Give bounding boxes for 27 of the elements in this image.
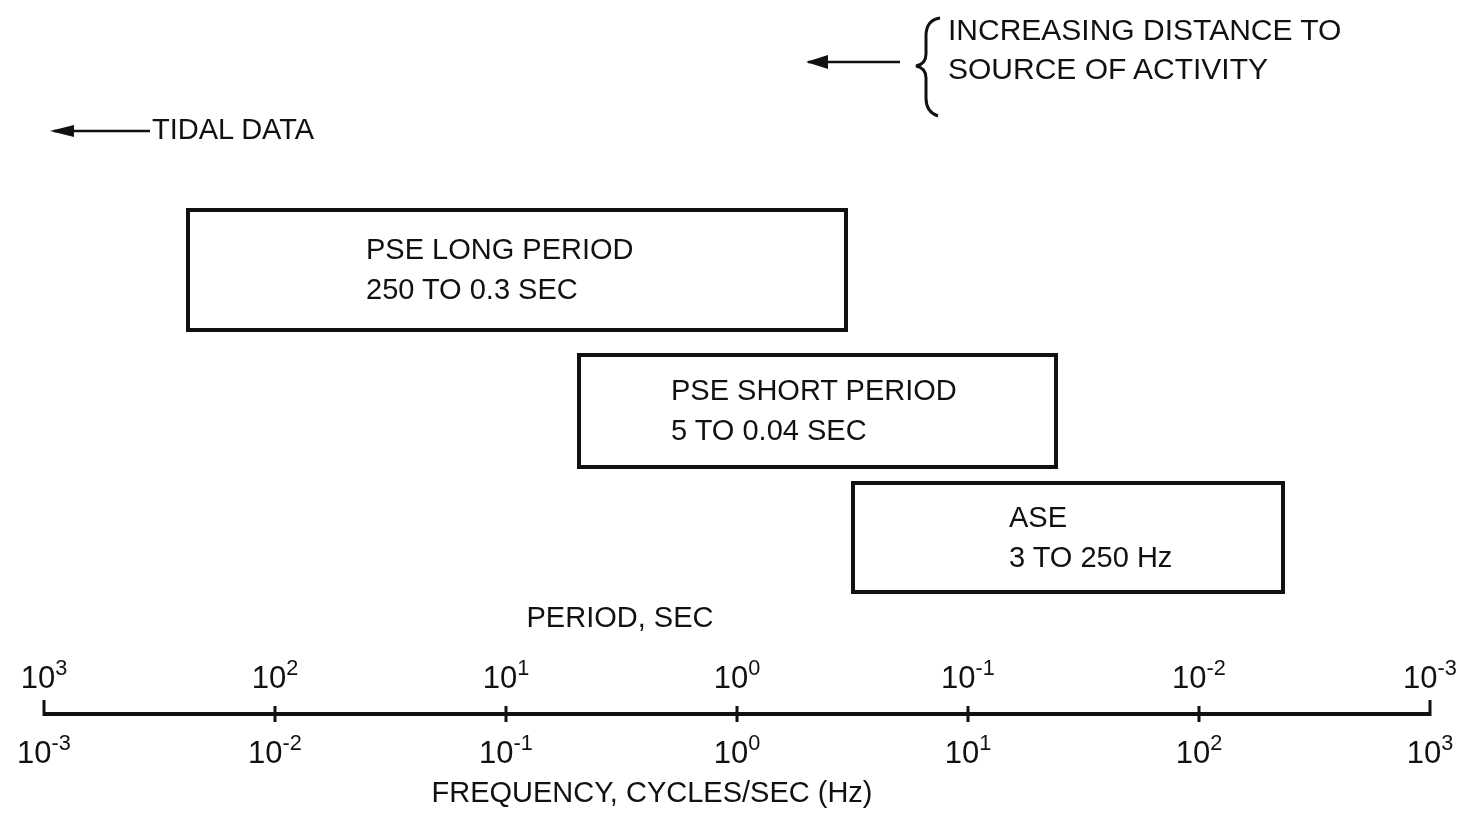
range-box (851, 481, 1285, 594)
tick-label: 10$^{3}$ (20, 660, 68, 696)
tick-label: 10$^{-2}$ (248, 735, 302, 771)
tick-label: 10$^{1}$ (482, 660, 530, 696)
tick-label: 10$^{-1}$ (479, 735, 533, 771)
tick-label: 10$^{2}$ (1175, 735, 1223, 771)
note-text: INCREASING DISTANCE TO SOURCE OF ACTIVITY (948, 12, 1343, 87)
tick-label: 10$^{2}$ (251, 660, 299, 696)
box-title: PSE LONG PERIOD (366, 234, 635, 266)
box-title: ASE (1009, 501, 1069, 534)
tick-label: 10$^{-2}$ (1172, 660, 1226, 696)
box-title: PSE SHORT PERIOD (671, 375, 958, 407)
range-text: 250 TO 0.3 SEC (366, 274, 579, 306)
tick-label: 10$^{-3}$ (1403, 660, 1457, 696)
tick-label: 10$^{1}$ (944, 735, 992, 771)
axis-title: PERIOD, SEC (526, 601, 714, 635)
range-text: 3 TO 250 Hz (1009, 541, 1174, 574)
note-text: TIDAL DATA (152, 113, 315, 147)
tick-label: 10$^{-1}$ (941, 660, 995, 696)
tick-label: 10$^{0}$ (713, 735, 761, 771)
range-box (186, 208, 848, 332)
tick-label: 10$^{-3}$ (17, 735, 71, 771)
range-box (577, 353, 1058, 469)
axis-title: FREQUENCY, CYCLES/SEC (Hz) (431, 776, 873, 810)
range-text: 5 TO 0.04 SEC (671, 415, 868, 447)
tick-label: 10$^{0}$ (713, 660, 761, 696)
tick-label: 10$^{3}$ (1406, 735, 1454, 771)
